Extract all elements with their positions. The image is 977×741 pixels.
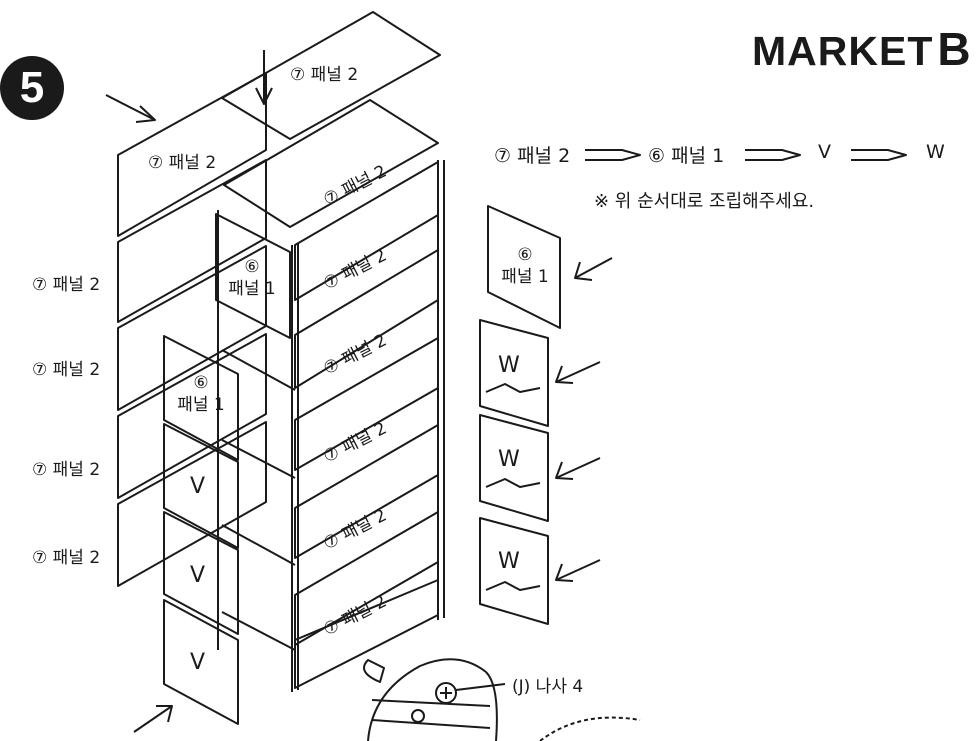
label-top-panel2: ⑦ 패널 2 (290, 65, 359, 85)
loose-panel-w2 (479, 414, 549, 522)
front-panel-1-top (215, 213, 291, 339)
label-w-1: W (498, 353, 520, 378)
top-panel (221, 11, 441, 140)
sequence-item-4: W (926, 141, 945, 163)
sequence-item-2: ⑥ 패널 1 (648, 145, 725, 167)
front-panel-v1 (163, 423, 239, 549)
label-v-1: V (190, 474, 206, 499)
back-panel-5 (117, 421, 267, 587)
label-upper-panel1-name: 패널 1 (228, 279, 276, 299)
label-left-panel2-4: ⑦ 패널 2 (32, 548, 101, 568)
label-left-panel2-2: ⑦ 패널 2 (32, 360, 101, 380)
front-panel-v3 (163, 599, 239, 725)
back-panel-4 (117, 333, 267, 499)
label-front-panel1: ⑥ 패널 1 (168, 372, 234, 416)
front-panel-v2 (163, 511, 239, 635)
front-panel-1 (163, 335, 239, 461)
brand-logo: MARKETB (752, 22, 972, 76)
label-loose-panel1-num: ⑥ (517, 245, 533, 265)
second-panel (223, 99, 439, 228)
label-v-2: V (190, 563, 206, 588)
label-upper-panel1: ⑥ 패널 1 (222, 256, 282, 300)
label-loose-panel1-name: 패널 1 (501, 267, 549, 287)
label-front-panel1-name: 패널 1 (177, 395, 225, 415)
label-front-panel1-num: ⑥ (193, 373, 209, 393)
arrow-icons (105, 50, 613, 733)
label-v-3: V (190, 650, 206, 675)
loose-panel-w1 (479, 319, 549, 427)
back-panel-1 (117, 72, 267, 237)
label-left-panel2-1: ⑦ 패널 2 (32, 275, 101, 295)
sequence-item-3: V (818, 141, 831, 163)
sequence-item-1: ⑦ 패널 2 (494, 145, 571, 167)
sequence-arrows (585, 149, 907, 161)
assembly-order-note: ※ 위 순서대로 조립해주세요. (594, 191, 815, 212)
label-screw: (J) 나사 4 (512, 677, 584, 697)
screw-detail (363, 658, 641, 741)
label-back-panel2-1: ⑦ 패널 2 (148, 153, 217, 173)
step-number-badge: 5 (0, 56, 64, 120)
label-upper-panel1-num: ⑥ (244, 257, 260, 277)
label-loose-panel1: ⑥ 패널 1 (492, 244, 558, 288)
brand-mark: B (937, 23, 972, 75)
label-w-2: W (498, 447, 520, 472)
loose-panel-1 (487, 205, 561, 329)
label-left-panel2-3: ⑦ 패널 2 (32, 460, 101, 480)
brand-name: MARKET (752, 28, 934, 74)
loose-panel-w3 (479, 517, 549, 625)
label-w-3: W (498, 549, 520, 574)
back-panel-2 (117, 159, 267, 323)
